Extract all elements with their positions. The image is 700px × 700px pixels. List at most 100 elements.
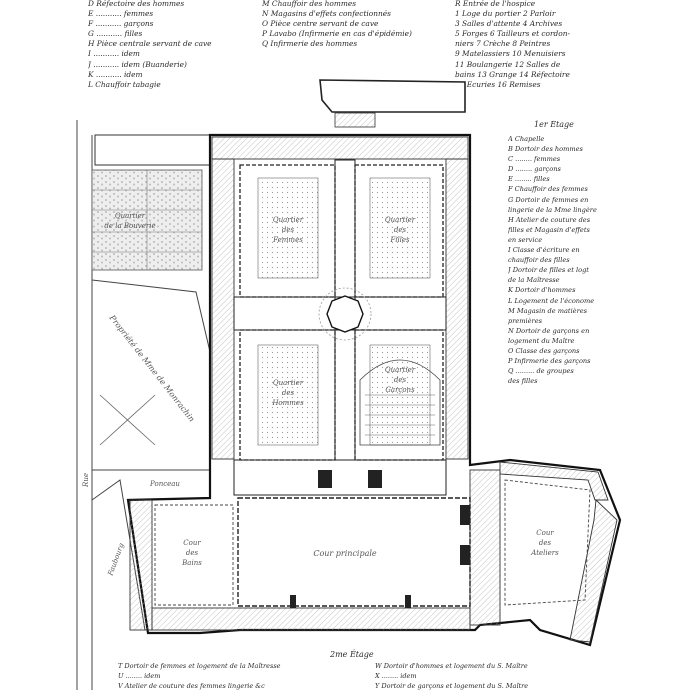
compass-cross [99, 394, 156, 446]
central-rotunda [318, 287, 372, 341]
legend-line: P Lavabo (Infirmerie en cas d'épidémie) [262, 29, 412, 39]
label-quartier-hommes-3: Hommes [271, 399, 304, 407]
legend-line: X ........ idem [375, 672, 417, 681]
legend-line: Y Dortoir de garçons et logement du S. M… [375, 682, 529, 691]
legend-line: Q ......... de groupes [508, 367, 574, 376]
legend-line: H Atelier de couture des [508, 215, 591, 224]
legend-top-right: R Entrée de l'hospice 1 Loge du portier … [455, 0, 570, 90]
label-quartier-filles-3: Filles [389, 236, 410, 244]
legend-line: R Entrée de l'hospice [455, 0, 536, 8]
label-quartier-hommes-2: des [282, 389, 295, 397]
north-annex [319, 79, 466, 113]
room-markers [290, 470, 470, 608]
legend-line: 1 Loge du portier 2 Parloir [455, 9, 556, 19]
legend-line: M Magasin de matières [508, 306, 588, 315]
legend-line: 5 Forges 6 Tailleurs et cordon- [455, 29, 570, 39]
legend-top-mid: M Chauffoir des hommes N Magasins d'effe… [262, 0, 412, 49]
perimeter-wings [129, 136, 618, 643]
legend-line: D Réfectoire des hommes [88, 0, 185, 8]
legend-line: bains 13 Grange 14 Réfectoire [455, 69, 570, 79]
legend-etage-2-right: W Dortoir d'hommes et logement du S. Maî… [375, 661, 528, 691]
legend-line: J Dortoir de filles et logt [508, 266, 589, 275]
legend-etage-2-left: T Dortoir de femmes et logement de la Ma… [118, 661, 281, 691]
label-cour-ateliers-1: Cour [536, 529, 554, 537]
legend-line: G Dortoir de femmes en [508, 195, 589, 204]
legend-line: niers 7 Crèche 8 Peintres [455, 39, 551, 49]
legend-line: H Pièce centrale servant de cave [88, 39, 212, 49]
cour-principale-area [237, 497, 471, 607]
label-quartier-filles-2: des [394, 226, 407, 234]
label-quartier-garcons-1: Quartier [385, 366, 416, 374]
legend-line: 9 Matelassiers 10 Menuisiers [455, 49, 566, 59]
legend-line: premières [508, 316, 542, 325]
etage-2-title: 2me Étage [330, 650, 374, 659]
legend-line: N Magasins d'effets confectionnés [262, 9, 391, 19]
label-cour-bains-3: Bains [181, 559, 202, 567]
court-infill [257, 177, 431, 446]
legend-line: A Chapelle [508, 135, 545, 143]
legend-line: P Infirmerie des garçons [508, 357, 591, 366]
legend-line: 15 Ecuries 16 Remises [455, 79, 541, 89]
legend-top-left: D Réfectoire des hommes E ........... fe… [88, 0, 212, 90]
legend-line: des filles [508, 377, 538, 386]
label-quartier-femmes-3: Femmes [272, 236, 303, 244]
legend-line: K ........... idem [88, 69, 143, 79]
legend-line: F ........... garçons [88, 19, 154, 29]
legend-line: N Dortoir de garçons en [508, 326, 590, 335]
legend-line: de la Maîtresse [508, 276, 560, 285]
label-cour-bains-1: Cour [183, 539, 201, 547]
label-ponceau: Ponceau [149, 480, 180, 488]
legend-line: D ........ garçons [508, 165, 561, 174]
legend-line: en service [508, 235, 543, 244]
legend-line: E ........... femmes [88, 9, 154, 19]
legend-line: L Logement de l'économe [508, 296, 595, 305]
label-quartier-bourget-1: Quartier [115, 212, 146, 220]
legend-line: 11 Boulangerie 12 Salles de [455, 59, 561, 69]
label-quartier-bourget-2: de la Bouverie [104, 222, 155, 230]
legend-line: I ........... idem [88, 49, 140, 59]
legend-line: G ........... filles [88, 29, 143, 39]
label-cour-ateliers-3: Ateliers [530, 549, 559, 557]
legend-line: O Pièce centre servant de cave [262, 19, 379, 29]
legend-line: lingerie de la Mme lingère [508, 205, 597, 214]
chapel [359, 359, 441, 446]
legend-line: B Dortoir des hommes [508, 145, 583, 154]
legend-line: C ........ femmes [508, 155, 561, 164]
legend-line: 3 Salles d'attente 4 Archives [455, 19, 563, 29]
legend-line: Q Infirmerie des hommes [262, 39, 358, 49]
label-quartier-filles-1: Quartier [385, 216, 416, 224]
legend-line: M Chauffoir des hommes [262, 0, 357, 8]
legend-line: F Chauffoir des femmes [508, 185, 588, 194]
garden-blocks [91, 134, 211, 271]
legend-line: O Classe des garçons [508, 346, 580, 355]
legend-line: W Dortoir d'hommes et logement du S. Maî… [375, 662, 528, 670]
legend-line: filles et Magasin d'effets [508, 225, 590, 234]
legend-line: T Dortoir de femmes et logement de la Ma… [118, 662, 281, 670]
legend-etage-1: 1er Étage A Chapelle B Dortoir des homme… [508, 120, 597, 386]
cour-ateliers-area [504, 479, 591, 606]
legend-line: J ........... idem (Buanderie) [88, 59, 187, 69]
label-quartier-garcons-3: Garçons [385, 386, 415, 394]
label-cour-ateliers-2: des [539, 539, 552, 547]
legend-line: U ........ idem [118, 672, 161, 681]
label-cour-bains-2: des [186, 549, 199, 557]
legend-line: logement du Maître [508, 336, 575, 345]
label-cour-principale: Cour principale [313, 549, 377, 558]
label-quartier-garcons-2: des [394, 376, 407, 384]
cour-bains-area [154, 504, 234, 606]
label-quartier-femmes-1: Quartier [273, 216, 304, 224]
label-quartier-hommes-1: Quartier [273, 379, 304, 387]
etage-1-title: 1er Étage [534, 120, 574, 129]
north-annex-room [334, 112, 376, 128]
label-propriete: Propriété de Mme de Monrachin [107, 313, 196, 424]
legend-line: K Dortoir d'hommes [508, 286, 576, 295]
label-rue: Rue [82, 473, 90, 488]
legend-line: L Chauffoir tabagie [88, 79, 161, 89]
label-quartier-femmes-2: des [282, 226, 295, 234]
legend-line: chauffoir des filles [508, 256, 570, 265]
legend-line: E ........ filles [508, 175, 550, 184]
label-faubourg: Faubourg [106, 541, 126, 577]
legend-line: I Classe d'écriture en [508, 246, 580, 255]
legend-line: V Atelier de couture des femmes lingerie… [118, 682, 265, 691]
